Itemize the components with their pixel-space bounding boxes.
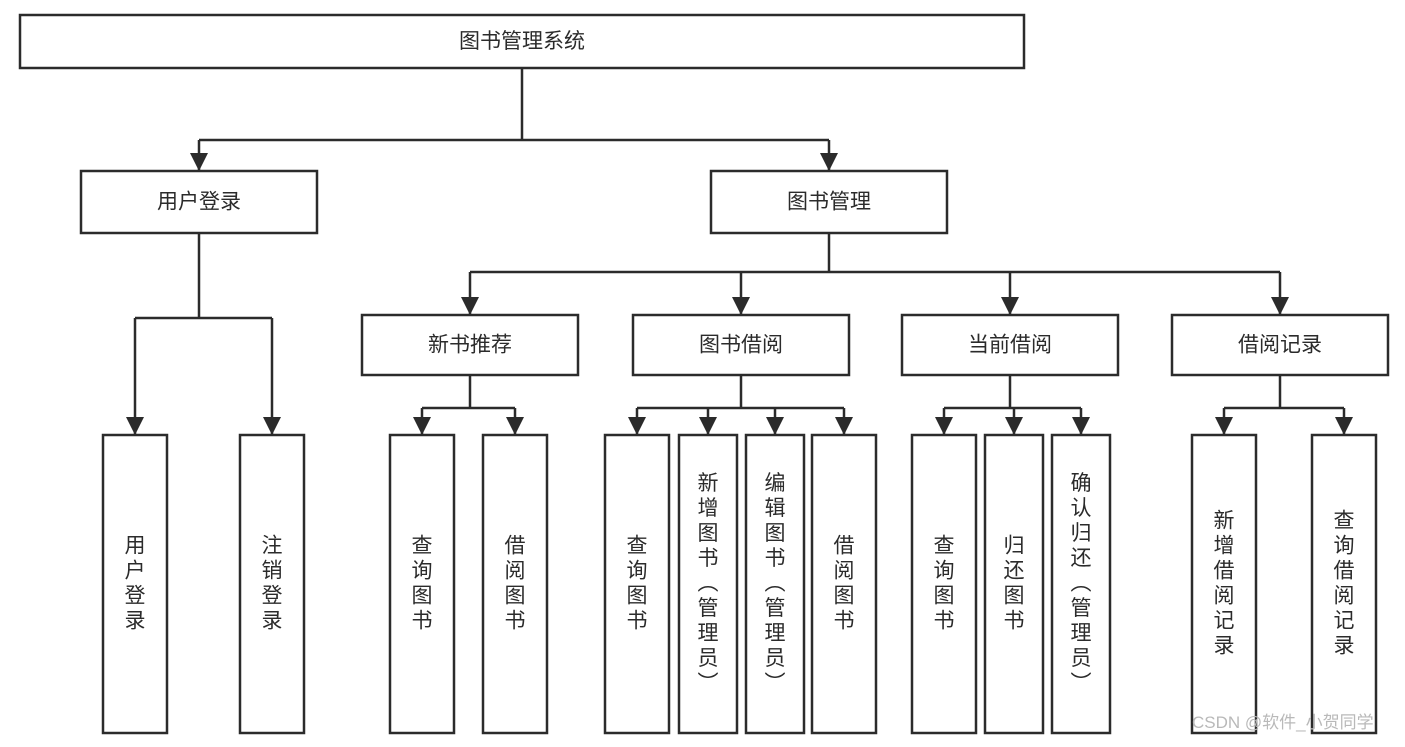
node-box-leaf-add-borrow-record [1190,433,1258,735]
node-label-leaf-query-books-borrow: 查询图书 [627,534,648,632]
node-label-book-management: 图书管理 [787,191,871,214]
node-box-leaf-edit-book-admin [744,433,806,735]
node-box-leaf-confirm-return-admin [1050,433,1112,735]
node-box-leaf-return-book [983,433,1045,735]
arrow-head-icon [1215,417,1233,435]
arrow-head-icon [1072,417,1090,435]
node-box-leaf-borrow-books-recommend [481,433,549,735]
arrow-head-icon [935,417,953,435]
arrow-head-icon [413,417,431,435]
node-label-new-book-recommend: 新书推荐 [428,334,512,357]
node-leaf-query-books-current[interactable]: 查询图书 [910,433,978,735]
connector-group [628,375,853,435]
arrow-head-icon [506,417,524,435]
node-box-book-management [709,169,949,235]
node-leaf-edit-book-admin[interactable]: 编辑图书︵管理员︶ [744,433,806,735]
node-label-leaf-logout: 注销登录 [262,534,283,632]
connector-group [1215,375,1353,435]
arrow-head-icon [263,417,281,435]
node-root[interactable]: 图书管理系统 [18,13,1026,70]
node-box-current-borrow [900,313,1120,377]
node-new-book-recommend[interactable]: 新书推荐 [360,313,580,377]
node-label-borrow-record: 借阅记录 [1238,334,1322,357]
node-label-book-borrow: 图书借阅 [699,334,783,357]
node-label-leaf-user-login: 用户登录 [125,534,146,632]
arrow-head-icon [628,417,646,435]
node-box-leaf-add-book-admin [677,433,739,735]
node-label-leaf-borrow-books-recommend: 借阅图书 [505,534,526,632]
node-box-leaf-query-books-recommend [388,433,456,735]
connector-group [461,233,1289,315]
node-box-leaf-query-books-borrow [603,433,671,735]
node-current-borrow[interactable]: 当前借阅 [900,313,1120,377]
connector-group [126,233,281,435]
arrow-head-icon [835,417,853,435]
node-user-login[interactable]: 用户登录 [79,169,319,235]
node-label-leaf-add-borrow-record: 新增借阅记录 [1214,509,1235,657]
node-leaf-borrow-books-recommend[interactable]: 借阅图书 [481,433,549,735]
node-box-leaf-query-borrow-record [1310,433,1378,735]
node-leaf-add-book-admin[interactable]: 新增图书︵管理员︶ [677,433,739,735]
node-label-current-borrow: 当前借阅 [968,334,1052,357]
node-label-user-login: 用户登录 [157,191,241,214]
node-box-leaf-borrow-book [810,433,878,735]
node-label-leaf-query-books-current: 查询图书 [934,534,955,632]
node-label-leaf-query-books-recommend: 查询图书 [412,534,433,632]
node-borrow-record[interactable]: 借阅记录 [1170,313,1390,377]
node-box-leaf-query-books-current [910,433,978,735]
node-leaf-query-borrow-record[interactable]: 查询借阅记录 [1310,433,1378,735]
node-label-leaf-return-book: 归还图书 [1004,534,1025,632]
connector-group [935,375,1090,435]
node-label-leaf-edit-book-admin: 编辑图书︵管理员︶ [765,472,786,695]
node-box-root [18,13,1026,70]
arrow-head-icon [732,297,750,315]
connector-group [413,375,524,435]
node-label-leaf-confirm-return-admin: 确认归还︵管理员︶ [1071,472,1092,695]
arrow-head-icon [1335,417,1353,435]
arrow-head-icon [1271,297,1289,315]
node-leaf-user-login[interactable]: 用户登录 [101,433,169,735]
arrow-head-icon [126,417,144,435]
node-box-new-book-recommend [360,313,580,377]
arrow-head-icon [766,417,784,435]
node-label-leaf-query-borrow-record: 查询借阅记录 [1334,509,1355,657]
node-leaf-query-books-recommend[interactable]: 查询图书 [388,433,456,735]
node-box-leaf-logout [238,433,306,735]
arrow-head-icon [1001,297,1019,315]
arrow-head-icon [461,297,479,315]
arrow-head-icon [820,153,838,171]
node-label-leaf-borrow-book: 借阅图书 [834,534,855,632]
node-leaf-query-books-borrow[interactable]: 查询图书 [603,433,671,735]
node-label-root: 图书管理系统 [459,30,585,53]
node-layer: 图书管理系统用户登录图书管理新书推荐图书借阅当前借阅借阅记录用户登录注销登录查询… [18,13,1390,735]
arrow-head-icon [699,417,717,435]
node-book-borrow[interactable]: 图书借阅 [631,313,851,377]
arrow-head-icon [1005,417,1023,435]
node-leaf-logout[interactable]: 注销登录 [238,433,306,735]
node-box-borrow-record [1170,313,1390,377]
node-book-management[interactable]: 图书管理 [709,169,949,235]
node-leaf-add-borrow-record[interactable]: 新增借阅记录 [1190,433,1258,735]
csdn-watermark: CSDN @软件_小贺同学 [1192,713,1374,732]
node-label-leaf-add-book-admin: 新增图书︵管理员︶ [698,472,719,695]
node-box-user-login [79,169,319,235]
connector-group [190,68,838,171]
node-box-book-borrow [631,313,851,377]
connector-layer [126,68,1353,435]
node-leaf-confirm-return-admin[interactable]: 确认归还︵管理员︶ [1050,433,1112,735]
node-leaf-borrow-book[interactable]: 借阅图书 [810,433,878,735]
node-box-leaf-user-login [101,433,169,735]
arrow-head-icon [190,153,208,171]
node-leaf-return-book[interactable]: 归还图书 [983,433,1045,735]
